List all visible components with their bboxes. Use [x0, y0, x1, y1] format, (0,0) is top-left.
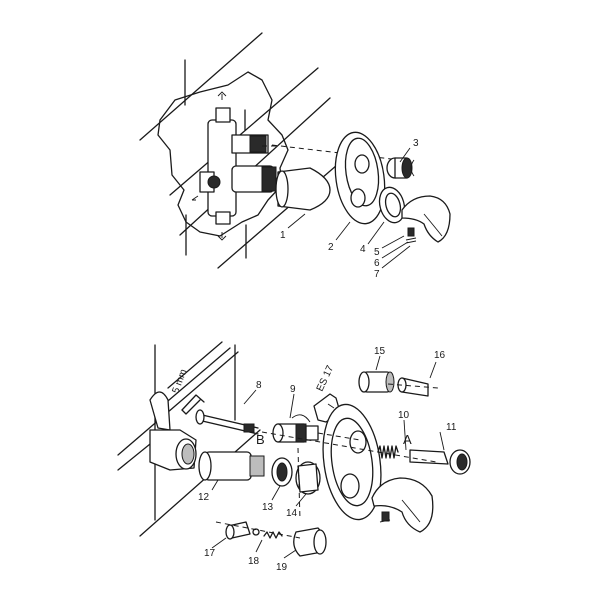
label-7: 7 [374, 269, 380, 280]
spanner-size: ES 17 [315, 364, 337, 394]
top-leader-lines [287, 147, 411, 269]
label-13: 13 [262, 502, 274, 513]
bottom-parts-17-18-19 [225, 521, 327, 557]
bottom-spring-part-10 [377, 445, 399, 459]
bottom-leader-lines [211, 355, 445, 559]
top-dashed-axis [262, 144, 401, 161]
label-8: 8 [256, 380, 262, 391]
label-17: 17 [204, 548, 216, 559]
label-9: 9 [290, 384, 296, 395]
bottom-dashed-axes [215, 383, 439, 539]
allen-key-size: 5 mm [170, 368, 189, 395]
bottom-cartridge-part-12 [198, 451, 265, 481]
top-cartridge-part-3 [386, 157, 415, 179]
bottom-sleeve-part-15 [358, 371, 395, 393]
bottom-pin-part-16 [397, 377, 429, 397]
top-wall-cutout [157, 71, 289, 237]
top-lever-handle [401, 195, 451, 243]
label-3: 3 [413, 138, 419, 149]
label-5: 5 [374, 247, 380, 258]
label-18: 18 [248, 556, 260, 567]
bottom-allen-key [181, 394, 205, 415]
label-16: 16 [434, 350, 446, 361]
letter-a: A [403, 432, 412, 447]
label-2: 2 [328, 242, 334, 253]
bottom-lever-handle [371, 477, 434, 533]
top-part-labels: 1 2 3 4 5 6 7 [280, 138, 419, 280]
top-screw-part-5-6 [405, 227, 417, 244]
label-11: 11 [446, 422, 457, 433]
bottom-part-labels: 8 9 10 11 12 13 14 15 16 17 18 19 A B 5 … [170, 346, 456, 573]
bottom-escutcheon [322, 403, 382, 521]
label-15: 15 [374, 346, 386, 357]
bottom-screw [379, 511, 391, 523]
bottom-rings-part-13-14 [271, 457, 321, 495]
label-19: 19 [276, 562, 288, 573]
label-14: 14 [286, 508, 298, 519]
letter-b: B [256, 432, 265, 447]
top-mixer-body [191, 91, 277, 241]
bottom-cartridge-part-9 [272, 414, 319, 443]
bottom-mixer-body [149, 391, 197, 471]
label-6: 6 [374, 258, 380, 269]
label-1: 1 [280, 230, 286, 241]
bottom-diverter-part-11 [409, 449, 471, 475]
top-ring-part-4 [378, 186, 406, 224]
bottom-spindle-part-8 [195, 409, 259, 435]
top-escutcheon-part-2 [334, 131, 386, 225]
top-sleeve-part-1 [275, 167, 331, 211]
label-12: 12 [198, 492, 210, 503]
label-4: 4 [360, 244, 366, 255]
label-10: 10 [398, 410, 410, 421]
